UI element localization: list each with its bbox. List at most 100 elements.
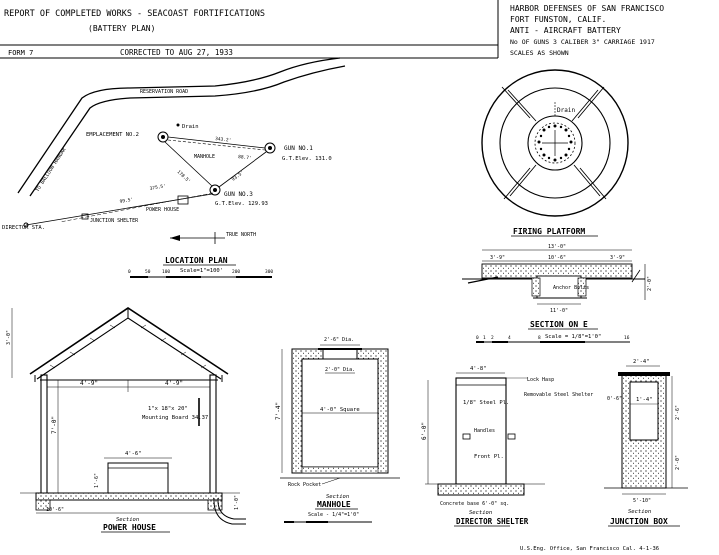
distance-a: 343.2' — [215, 136, 232, 144]
north-arrow: TRUE NORTH — [170, 232, 256, 244]
lp-scale-tick-3: 200 — [232, 269, 240, 275]
ds-concrete-base: Concrete base 6'-0" sq. — [440, 501, 509, 507]
power-house-label: POWER HOUSE — [146, 207, 179, 213]
director-station-label: DIRECTOR STA. — [2, 225, 45, 231]
fort-name: FORT FUNSTON, CALIF. — [510, 15, 606, 24]
lp-scale-tick-2: 100 — [162, 269, 170, 275]
ph-dim-footing: 1'-0" — [234, 495, 240, 510]
ph-dim-bench-h: 1'-6" — [94, 473, 100, 488]
section-e-title: SECTION ON E — [530, 320, 588, 329]
road-lower-edge — [29, 65, 346, 197]
gun-3-marker — [209, 184, 221, 196]
se-scale-tick-5: 16 — [624, 335, 630, 341]
se-scale-tick-2: 2 — [491, 335, 494, 341]
jb-dim-a: 1'-4" — [636, 397, 653, 403]
ds-removable: Removable Steel Shelter — [524, 392, 593, 398]
gun-3-center — [213, 188, 217, 192]
lp-scale-tick-1: 50 — [145, 269, 151, 275]
gun-3-label: GUN NO.3 — [224, 191, 253, 198]
mh-dim-height: 7'-4" — [275, 402, 282, 420]
ds-front: Front Pl. — [474, 454, 504, 460]
se-scale-tick-3: 4 — [508, 335, 511, 341]
mh-dim-top: 2'-6" Dia. — [324, 337, 354, 343]
mh-dim-cover: 2'-0" Dia. — [325, 367, 355, 373]
power-house: 3'-0" 4'-9" 4'-9" 7'-0" 1"x 18"x 20" Mou… — [6, 307, 246, 533]
emplacement-label: EMPLACEMENT NO.2 — [86, 132, 139, 138]
ph-dim-base: 10'-6" — [46, 507, 64, 513]
ds-lock-hasp: Lock Hasp — [527, 377, 554, 383]
gun-1-label: GUN NO.1 — [284, 145, 313, 152]
ds-handles: Handles — [474, 428, 495, 434]
se-scale-tick-4: 8 — [538, 335, 541, 341]
ph-dim-left: 4'-9" — [80, 380, 98, 387]
mh-scale: Scale - 1/4"=1'0" — [308, 512, 359, 518]
drain-label: Drain — [182, 124, 199, 130]
se-scale-tick-0: 0 — [476, 335, 479, 341]
fp-drain-label: Drain — [557, 107, 575, 114]
roof-rafters — [49, 324, 207, 369]
ph-caption: Section — [116, 517, 139, 523]
sec-e-anchor-bolts: Anchor Bolts — [553, 285, 589, 291]
gun-1-elev: G.T.Elev. 131.0 — [282, 156, 332, 162]
se-scale-tick-1: 1 — [483, 335, 486, 341]
footer-printer: U.S.Eng. Office, San Francisco Cal. 4-1-… — [520, 546, 659, 552]
report-title: REPORT OF COMPLETED WORKS - SEACOAST FOR… — [4, 9, 265, 19]
firing-platform: Drain FIRING PLATFORM — [481, 69, 629, 237]
firing-platform-title: FIRING PLATFORM — [513, 227, 585, 236]
manhole-label: MANHOLE — [194, 154, 215, 160]
drain-marker — [176, 123, 180, 127]
manhole: 2'-6" Dia. 2'-0" Dia. 4'-0" Square 7'-4"… — [275, 337, 400, 523]
ds-dim-height: 6'-0" — [421, 422, 428, 440]
section-on-e: 13'-0" 3'-9" 10'-6" 3'-9" Anchor Bolts 2… — [462, 244, 653, 343]
junction-box: 2'-4" 1'-4" 0'-6" 2'-6" 2'-0" 5'-10" Sec… — [604, 359, 688, 527]
location-plan: RESERVATION ROAD TO BALLOON HANGAR EMPLA… — [2, 57, 346, 278]
guns-line: No OF GUNS 3 CALIBER 3" CARRIAGE 1917 — [510, 38, 655, 46]
ds-dim-top: 4'-8" — [470, 366, 487, 372]
gun-3-elev: G.T.Elev. 129.93 — [215, 201, 268, 207]
jb-dim-b: 0'-6" — [607, 396, 622, 402]
sec-e-dim-left: 3'-9" — [490, 255, 505, 261]
director-shelter: 4'-8" Lock Hasp 1/8" Steel Pl. Removable… — [421, 366, 593, 527]
sec-e-dim-total: 13'-0" — [548, 244, 566, 250]
corrected-date: CORRECTED TO AUG 27, 1933 — [120, 48, 233, 57]
director-station-marker — [23, 222, 29, 228]
jb-caption: Section — [628, 509, 651, 515]
distance-c: 178.5' — [176, 169, 192, 184]
distance-e: 93.5' — [231, 170, 245, 183]
ph-dim-height: 7'-0" — [51, 416, 58, 434]
ds-caption: Section — [469, 510, 492, 516]
scales-note: SCALES AS SHOWN — [510, 49, 569, 57]
ph-mounting-board: 1"x 18"x 20" — [148, 406, 188, 412]
title-block: REPORT OF COMPLETED WORKS - SEACOAST FOR… — [0, 0, 664, 59]
distance-b: 88.7' — [238, 154, 252, 161]
location-plan-scale: Scale=1"=100' — [180, 268, 223, 274]
ph-mounting-board-label: Mounting Board 34.37 — [142, 415, 208, 421]
harbor-defenses: HARBOR DEFENSES OF SAN FRANCISCO — [510, 4, 664, 13]
location-plan-title: LOCATION PLAN — [165, 256, 228, 265]
distance-f: 99.5' — [119, 197, 133, 205]
jb-dim-c: 2'-6" — [675, 405, 681, 420]
power-house-marker — [177, 195, 189, 205]
true-north-label: TRUE NORTH — [226, 232, 256, 238]
director-shelter-title: DIRECTOR SHELTER — [456, 517, 529, 526]
balloon-hangar-label: TO BALLOON HANGAR — [35, 146, 68, 193]
jb-dim-d: 2'-0" — [675, 455, 681, 470]
sec-e-dim-mid: 10'-6" — [548, 255, 566, 261]
road-upper-edge — [17, 57, 341, 194]
lp-scale-tick-0: 0 — [128, 269, 131, 275]
power-house-title: POWER HOUSE — [103, 523, 156, 532]
distance-d: 375.5' — [149, 183, 166, 192]
anchor-bolt-circle — [537, 124, 573, 162]
sec-e-dim-depth: 2'-0" — [647, 276, 653, 291]
jb-dim-base: 5'-10" — [633, 498, 651, 504]
gun-1-center — [268, 146, 272, 150]
sec-e-dim-bottom: 11'-0" — [550, 308, 568, 314]
jb-dim-top: 2'-4" — [633, 359, 650, 365]
ph-dim-bench: 4'-6" — [125, 451, 142, 457]
report-subtitle: (BATTERY PLAN) — [88, 24, 155, 33]
ds-steel-plate: 1/8" Steel Pl. — [463, 400, 509, 406]
mh-dim-square: 4'-0" Square — [320, 407, 360, 413]
battery-type: ANTI - AIRCRAFT BATTERY — [510, 26, 621, 35]
junction-box-title: JUNCTION BOX — [610, 517, 668, 526]
